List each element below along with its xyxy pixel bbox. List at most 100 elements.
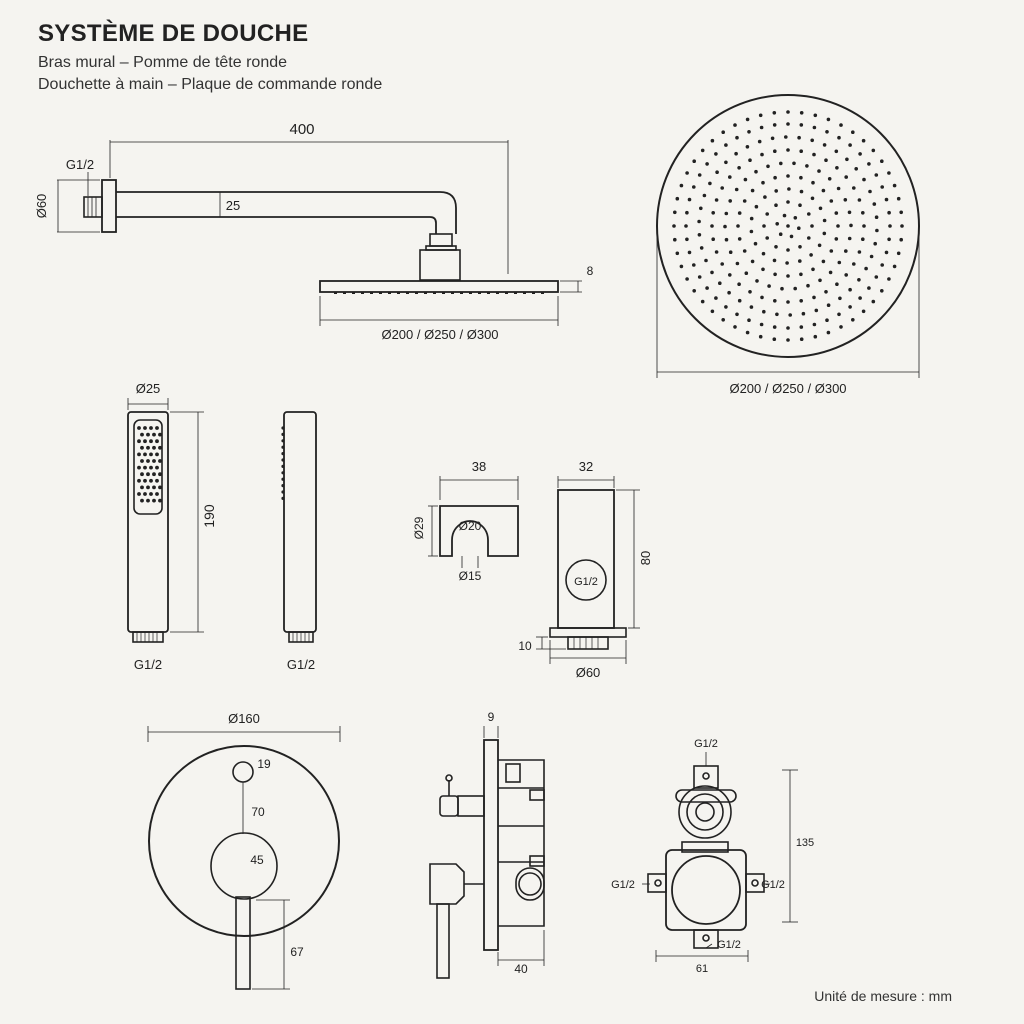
spray-hole <box>737 211 742 215</box>
spray-hole <box>685 277 689 281</box>
spray-hole <box>761 267 765 272</box>
spray-hole <box>793 216 798 220</box>
spray-hole <box>673 210 677 215</box>
spray-hole <box>744 271 749 276</box>
spray-hole <box>799 175 803 180</box>
spray-hole <box>727 290 731 295</box>
control-plate-side-view <box>429 726 545 979</box>
spray-hole <box>857 278 861 282</box>
spray-hole <box>864 266 868 271</box>
spray-hole <box>899 237 903 242</box>
spray-hole <box>813 334 818 339</box>
spray-hole <box>711 237 715 241</box>
hand-spray-hole <box>140 459 144 463</box>
spray-hole <box>811 180 815 185</box>
spray-hole <box>684 224 688 228</box>
flange-diameter-label: Ø60 <box>34 194 49 219</box>
spray-hole <box>888 224 892 228</box>
spray-hole <box>735 261 740 266</box>
spray-hole <box>807 236 811 240</box>
spray-hole <box>786 274 790 278</box>
spray-hole <box>798 203 802 207</box>
spray-hole <box>854 167 858 171</box>
spray-hole <box>813 113 818 118</box>
spray-hole <box>874 275 879 279</box>
spray-hole <box>892 264 897 269</box>
spray-hole <box>827 177 832 181</box>
spray-hole <box>836 224 840 228</box>
spray-hole <box>812 295 816 300</box>
spray-hole <box>844 273 848 277</box>
spray-hole <box>762 224 766 228</box>
dimension-labels: 400 G1/2 Ø60 25 8 Ø200 / Ø250 / Ø300 Ø20… <box>34 121 847 976</box>
spray-hole <box>753 241 758 246</box>
spray-hole <box>874 173 879 177</box>
spray-hole <box>754 204 759 209</box>
spray-hole <box>758 113 763 118</box>
spray-hole <box>784 135 788 139</box>
shower-arm-side-view <box>57 140 582 326</box>
spray-hole <box>861 138 866 143</box>
spray-hole <box>798 245 802 249</box>
spray-hole <box>837 260 842 265</box>
spray-hole <box>880 185 884 189</box>
spray-hole <box>736 224 740 228</box>
spray-hole <box>685 210 689 215</box>
spray-hole <box>750 259 755 264</box>
spray-hole <box>710 270 714 275</box>
spray-hole <box>785 261 789 265</box>
spray-hole <box>809 253 813 257</box>
spray-hole <box>724 160 728 165</box>
hand-side-nozzle <box>281 496 285 500</box>
spray-hole <box>807 212 811 216</box>
head-thickness-label: 8 <box>587 264 594 278</box>
spray-hole <box>774 203 778 207</box>
spray-hole <box>852 186 856 190</box>
spray-hole <box>829 199 834 203</box>
hand-diameter-label: Ø25 <box>136 381 161 396</box>
spray-hole <box>697 219 701 224</box>
spray-hole <box>767 284 771 288</box>
spray-hole <box>772 337 777 342</box>
spray-hole <box>861 211 865 215</box>
spray-hole <box>871 299 876 304</box>
spray-hole <box>724 305 728 309</box>
spray-hole <box>721 318 725 322</box>
spray-hole <box>896 251 901 256</box>
spray-hole <box>700 299 705 304</box>
spray-hole <box>773 149 777 153</box>
side-depth-label: 40 <box>514 962 528 976</box>
spray-hole <box>872 202 877 206</box>
spray-hole <box>754 169 758 174</box>
spray-hole <box>735 135 739 140</box>
elbow-flange-label: Ø60 <box>576 665 601 680</box>
spray-hole <box>774 245 778 249</box>
spray-hole <box>742 199 747 203</box>
spray-hole <box>839 325 843 329</box>
spray-hole <box>852 262 856 266</box>
spray-hole <box>821 188 826 193</box>
spray-hole <box>818 206 823 211</box>
spray-hole <box>728 199 732 203</box>
spray-hole <box>834 149 839 154</box>
spray-hole <box>786 122 790 126</box>
spray-hole <box>685 171 689 175</box>
nozzle <box>388 292 391 294</box>
spray-hole <box>705 162 709 166</box>
nozzle <box>514 292 517 294</box>
spray-hole <box>884 250 889 255</box>
subtitle-line-1: Bras mural – Pomme de tête ronde <box>38 54 288 71</box>
valve-left-thread-label: G1/2 <box>611 879 635 891</box>
spray-hole <box>887 277 891 281</box>
spray-hole <box>858 152 862 156</box>
spray-hole <box>871 148 876 153</box>
spray-hole <box>708 181 712 186</box>
spray-hole <box>687 197 692 202</box>
tube-size-label: 25 <box>226 198 240 213</box>
spray-hole <box>880 159 884 163</box>
spray-hole <box>724 237 729 242</box>
spray-hole <box>705 286 709 290</box>
spray-hole <box>822 218 827 223</box>
spray-hole <box>786 174 790 178</box>
